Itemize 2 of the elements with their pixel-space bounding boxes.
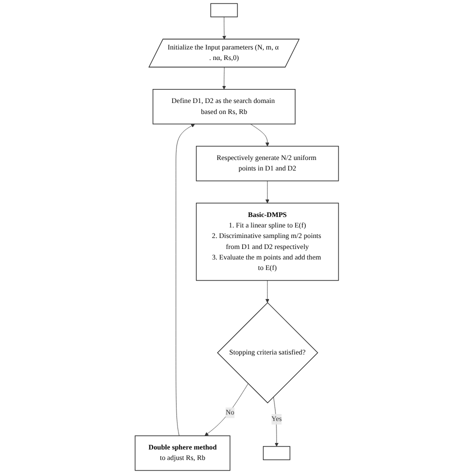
- node-box: [210, 3, 238, 18]
- node-box: [263, 446, 290, 460]
